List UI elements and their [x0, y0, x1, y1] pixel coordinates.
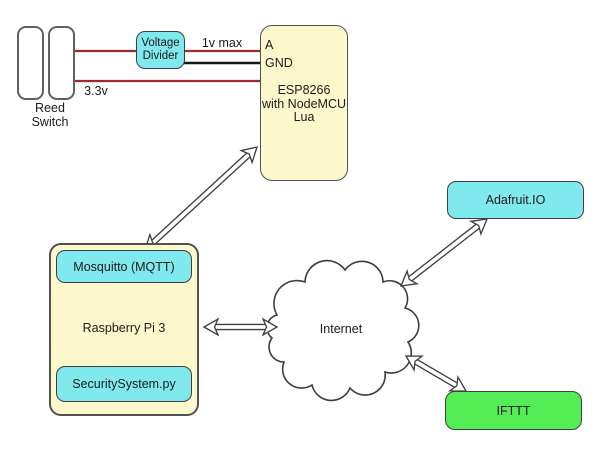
mosquitto-box: Mosquitto (MQTT) [56, 250, 192, 283]
arrow-internet-ifttt [404, 355, 468, 392]
reed-switch-contact-right [48, 26, 75, 100]
adafruit-io-box: Adafruit.IO [447, 181, 584, 219]
esp8266-box [260, 25, 348, 181]
esp8266-pin-a: A [265, 38, 274, 52]
signal-wire-label: 1v max [201, 36, 243, 50]
internet-cloud [266, 259, 420, 402]
securitysystem-box: SecuritySystem.py [56, 366, 192, 402]
arrow-esp8266-raspberrypi [144, 146, 258, 251]
esp8266-pin-gnd: GND [265, 56, 293, 70]
arrow-raspberrypi-internet [202, 317, 279, 337]
voltage-divider-box: Voltage Divider [136, 31, 185, 69]
reed-switch-label: Reed Switch [31, 101, 69, 129]
reed-switch-contact-left [17, 26, 44, 100]
ifttt-box: IFTTT [445, 391, 582, 430]
arrow-internet-adafruitio [399, 218, 489, 287]
esp8266-label: ESP8266 with NodeMCU Lua [261, 83, 347, 124]
raspberry-pi-label: Raspberry Pi 3 [82, 321, 166, 335]
power-wire-label: 3.3v [84, 84, 108, 98]
internet-label: Internet [319, 322, 363, 336]
arrows-layer [144, 146, 489, 392]
